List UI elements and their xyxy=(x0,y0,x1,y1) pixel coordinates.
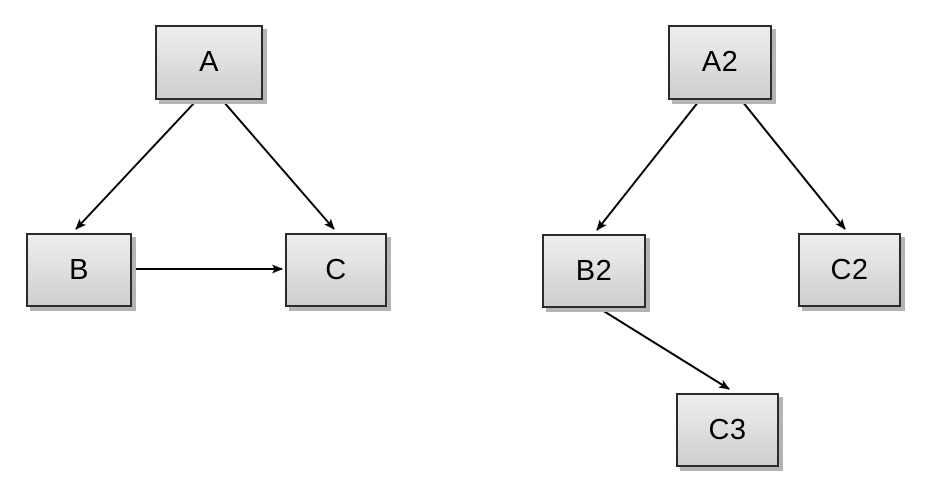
node-b[interactable]: B xyxy=(26,233,132,307)
node-label-c: C xyxy=(325,253,347,286)
node-label-c2: C2 xyxy=(830,253,869,286)
node-b2[interactable]: B2 xyxy=(542,234,646,308)
node-c2[interactable]: C2 xyxy=(798,233,901,307)
node-label-b: B xyxy=(69,253,89,286)
edge-a2-b2 xyxy=(596,100,700,231)
node-label-b2: B2 xyxy=(575,254,613,287)
node-label-a: A xyxy=(199,46,219,78)
edge-a-b xyxy=(75,100,197,230)
edge-a2-c2 xyxy=(741,100,846,230)
node-label-a2: A2 xyxy=(701,46,739,78)
edge-a-c xyxy=(222,100,335,230)
node-c3[interactable]: C3 xyxy=(676,393,779,467)
node-a[interactable]: A xyxy=(155,25,263,100)
node-label-c3: C3 xyxy=(708,413,747,446)
node-a2[interactable]: A2 xyxy=(668,25,772,100)
edge-b2-c3 xyxy=(601,309,730,390)
node-c[interactable]: C xyxy=(285,233,387,307)
